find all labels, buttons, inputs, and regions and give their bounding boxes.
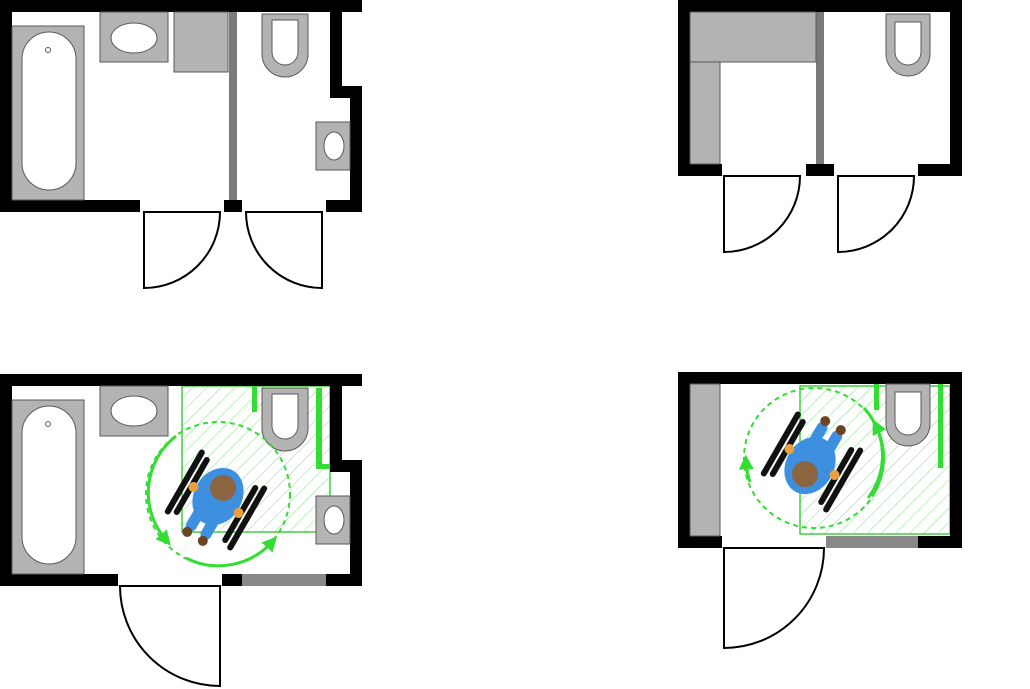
door-swing-icon	[244, 211, 323, 290]
door-swing-icon	[118, 585, 221, 688]
removed-partition	[826, 536, 918, 548]
panel-top-right	[678, 0, 962, 254]
removed-partition	[242, 574, 326, 586]
door-swing-icon	[723, 547, 826, 650]
counter	[689, 383, 721, 537]
turning-circle-icon	[145, 421, 291, 568]
door-swing-icon	[837, 175, 916, 254]
exterior-walls	[678, 0, 962, 176]
exterior-walls	[678, 372, 962, 548]
grab-bar-icon	[252, 386, 330, 469]
door-swing-icon	[143, 211, 222, 290]
panel-bottom-right	[678, 372, 962, 650]
exterior-walls	[0, 374, 362, 586]
exterior-walls	[0, 0, 362, 212]
toilet-icon	[261, 13, 309, 78]
sink-icon	[99, 11, 169, 63]
grab-bar-icon	[874, 384, 943, 468]
sink-icon	[315, 121, 351, 171]
panel-top-left	[0, 0, 362, 290]
door-swing-icon	[723, 175, 802, 254]
toilet-icon	[885, 383, 931, 447]
panel-bottom-left	[0, 374, 362, 688]
toilet-icon	[261, 387, 309, 452]
partition-wall	[816, 12, 824, 164]
turning-circle-icon	[738, 387, 887, 529]
sink-icon	[315, 495, 351, 545]
sink-icon	[99, 385, 169, 437]
bathtub-icon	[11, 25, 85, 201]
washing-machine	[173, 11, 229, 73]
counter	[689, 61, 721, 165]
bathtub-icon	[11, 399, 85, 575]
toilet-icon	[885, 13, 931, 77]
partition-wall	[229, 12, 237, 200]
counter	[689, 11, 817, 63]
